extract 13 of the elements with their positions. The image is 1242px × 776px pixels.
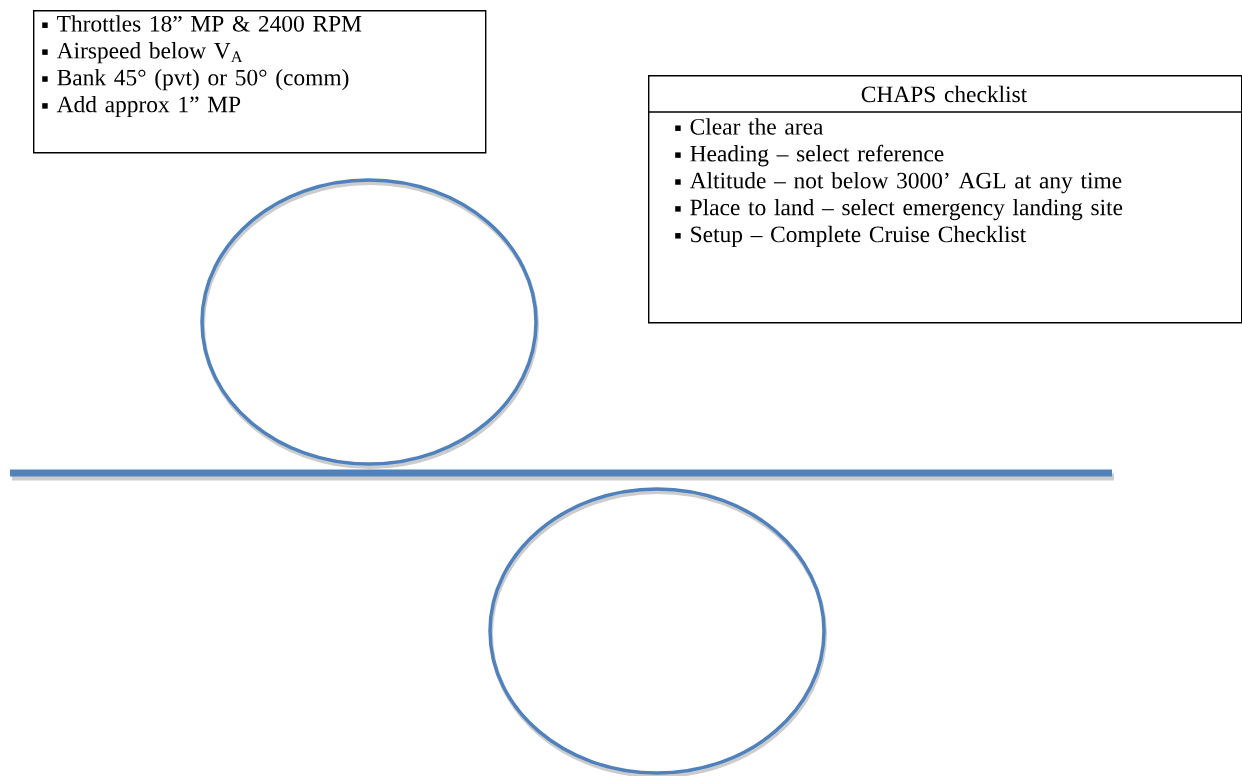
list-item: Throttles 18” MP & 2400 RPM xyxy=(42,15,362,32)
list-item: Setup – Complete Cruise Checklist xyxy=(675,225,1027,247)
list-item: Place to land – select emergency landing site xyxy=(675,198,1123,221)
checklist-box xyxy=(33,10,487,154)
list-item: Airspeed below V$_{A}$ xyxy=(42,42,243,64)
checklist-box: CHAPS checklist Clear the area Heading – select reference Altitude – not below 3000’ AGL at any time Place to land – select emergency landing site Setup – Complete Cruise Checklist xyxy=(647,75,1242,324)
list-item: Bank 45° (pvt) or 50° (comm) xyxy=(42,69,349,91)
ring xyxy=(488,487,827,776)
list-item: Add approx 1” MP xyxy=(42,95,241,118)
list-item: Heading – select reference xyxy=(675,144,944,167)
list-item: Clear the area xyxy=(675,118,824,135)
list-item: Altitude – not below 3000’ AGL at any time xyxy=(675,172,1122,194)
ring xyxy=(200,178,539,469)
